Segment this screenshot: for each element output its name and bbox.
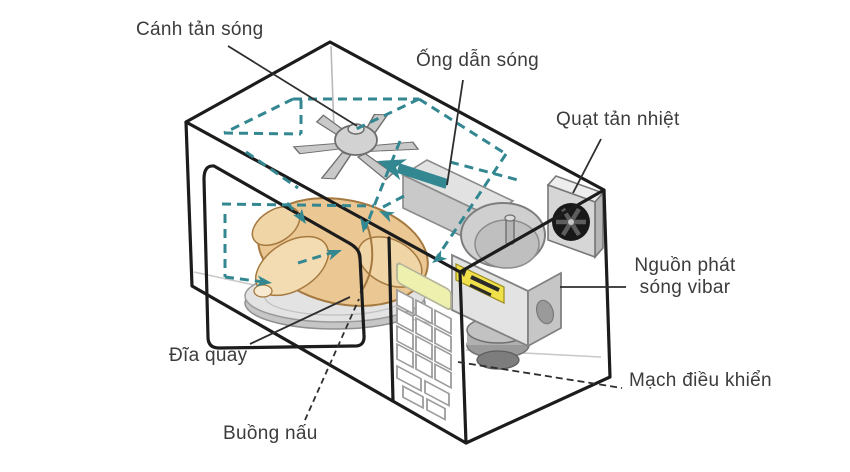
control-panel bbox=[396, 262, 452, 421]
wave-beam bbox=[223, 131, 302, 136]
warning-label-bar bbox=[470, 275, 500, 292]
wave-arrowhead bbox=[360, 217, 372, 233]
stirrer-blade bbox=[320, 152, 352, 180]
keypad-cell bbox=[434, 344, 452, 372]
label-turntable: Đĩa quay bbox=[169, 345, 248, 366]
leader-waveguide bbox=[446, 79, 464, 186]
leader-turntable bbox=[249, 296, 351, 345]
wave-arrowhead bbox=[326, 249, 342, 261]
label-magnetron: Nguồn phát sóng vibar bbox=[618, 255, 752, 299]
wave-arrowhead bbox=[432, 249, 448, 263]
waveguide-arrow-shaft bbox=[396, 163, 449, 189]
wave-beam bbox=[363, 140, 402, 230]
wave-beam bbox=[297, 250, 335, 265]
chicken bbox=[251, 197, 429, 307]
control-display bbox=[396, 262, 452, 311]
magnetron bbox=[451, 202, 562, 370]
warning-label bbox=[455, 263, 505, 304]
wave-arrowhead bbox=[379, 211, 395, 223]
keypad-cell bbox=[415, 352, 433, 379]
wave-arrowhead bbox=[256, 275, 272, 287]
interior-rear-corner-line bbox=[330, 45, 335, 132]
stirrer-blade bbox=[356, 153, 394, 181]
wave-beam bbox=[224, 275, 265, 284]
wave-beam bbox=[223, 97, 294, 135]
keypad-cell bbox=[396, 306, 414, 333]
leader-control-board bbox=[457, 361, 623, 389]
stirrer-fan bbox=[292, 113, 420, 181]
panel-button bbox=[402, 384, 424, 410]
chicken-breast-line bbox=[359, 221, 374, 294]
keypad-cell bbox=[434, 326, 452, 354]
label-stirrer-blade: Cánh tản sóng bbox=[136, 19, 264, 40]
keypad-cell bbox=[415, 316, 433, 343]
label-control-board: Mạch điều khiển bbox=[629, 370, 772, 391]
panel-button bbox=[424, 379, 450, 408]
keypad-cell bbox=[396, 342, 414, 369]
wave-beam bbox=[418, 97, 507, 156]
panel-button bbox=[426, 397, 446, 421]
wave-beam bbox=[351, 97, 420, 133]
panel-button bbox=[396, 364, 422, 393]
wave-beam bbox=[382, 194, 405, 209]
wave-beam bbox=[245, 150, 299, 190]
magnetron-antenna-tip bbox=[504, 214, 516, 222]
keypad-cell bbox=[415, 334, 433, 361]
fan-hub bbox=[568, 219, 574, 225]
leader-lines bbox=[227, 45, 626, 421]
warning-label-bar bbox=[469, 283, 492, 297]
wave-beam bbox=[221, 202, 375, 208]
label-waveguide: Ống dẫn sóng bbox=[416, 50, 539, 71]
magnetron-foot bbox=[476, 350, 520, 370]
door-window bbox=[202, 164, 366, 350]
keypad-cell bbox=[396, 288, 414, 315]
wave-beam bbox=[434, 153, 508, 260]
magnetron-side-port bbox=[535, 299, 555, 325]
label-magnetron-line1: Nguồn phát bbox=[634, 255, 736, 276]
leader-cooling-fan bbox=[572, 138, 602, 194]
leader-chamber bbox=[304, 298, 360, 421]
door-panel-divider bbox=[387, 236, 395, 403]
microwave-ray-arrowheads bbox=[256, 159, 449, 287]
keypad-cell bbox=[434, 308, 452, 336]
keypad-cell bbox=[396, 324, 414, 351]
label-magnetron-line2: sóng vibar bbox=[639, 277, 731, 298]
chicken-bone-tip bbox=[253, 284, 273, 298]
label-cooking-chamber: Buồng nấu bbox=[223, 423, 318, 444]
keypad-cell bbox=[415, 298, 433, 325]
waveguide-arrow-head bbox=[377, 159, 408, 181]
keypad-cell bbox=[434, 362, 452, 390]
wave-beam bbox=[449, 160, 519, 182]
oven-inner-edges bbox=[184, 120, 606, 445]
label-cooling-fan: Quạt tản nhiệt bbox=[556, 109, 680, 130]
wave-arrowhead bbox=[292, 208, 306, 224]
leader-stirrer bbox=[227, 45, 358, 127]
fan-housing-side bbox=[594, 190, 604, 260]
oven-box bbox=[184, 40, 612, 445]
